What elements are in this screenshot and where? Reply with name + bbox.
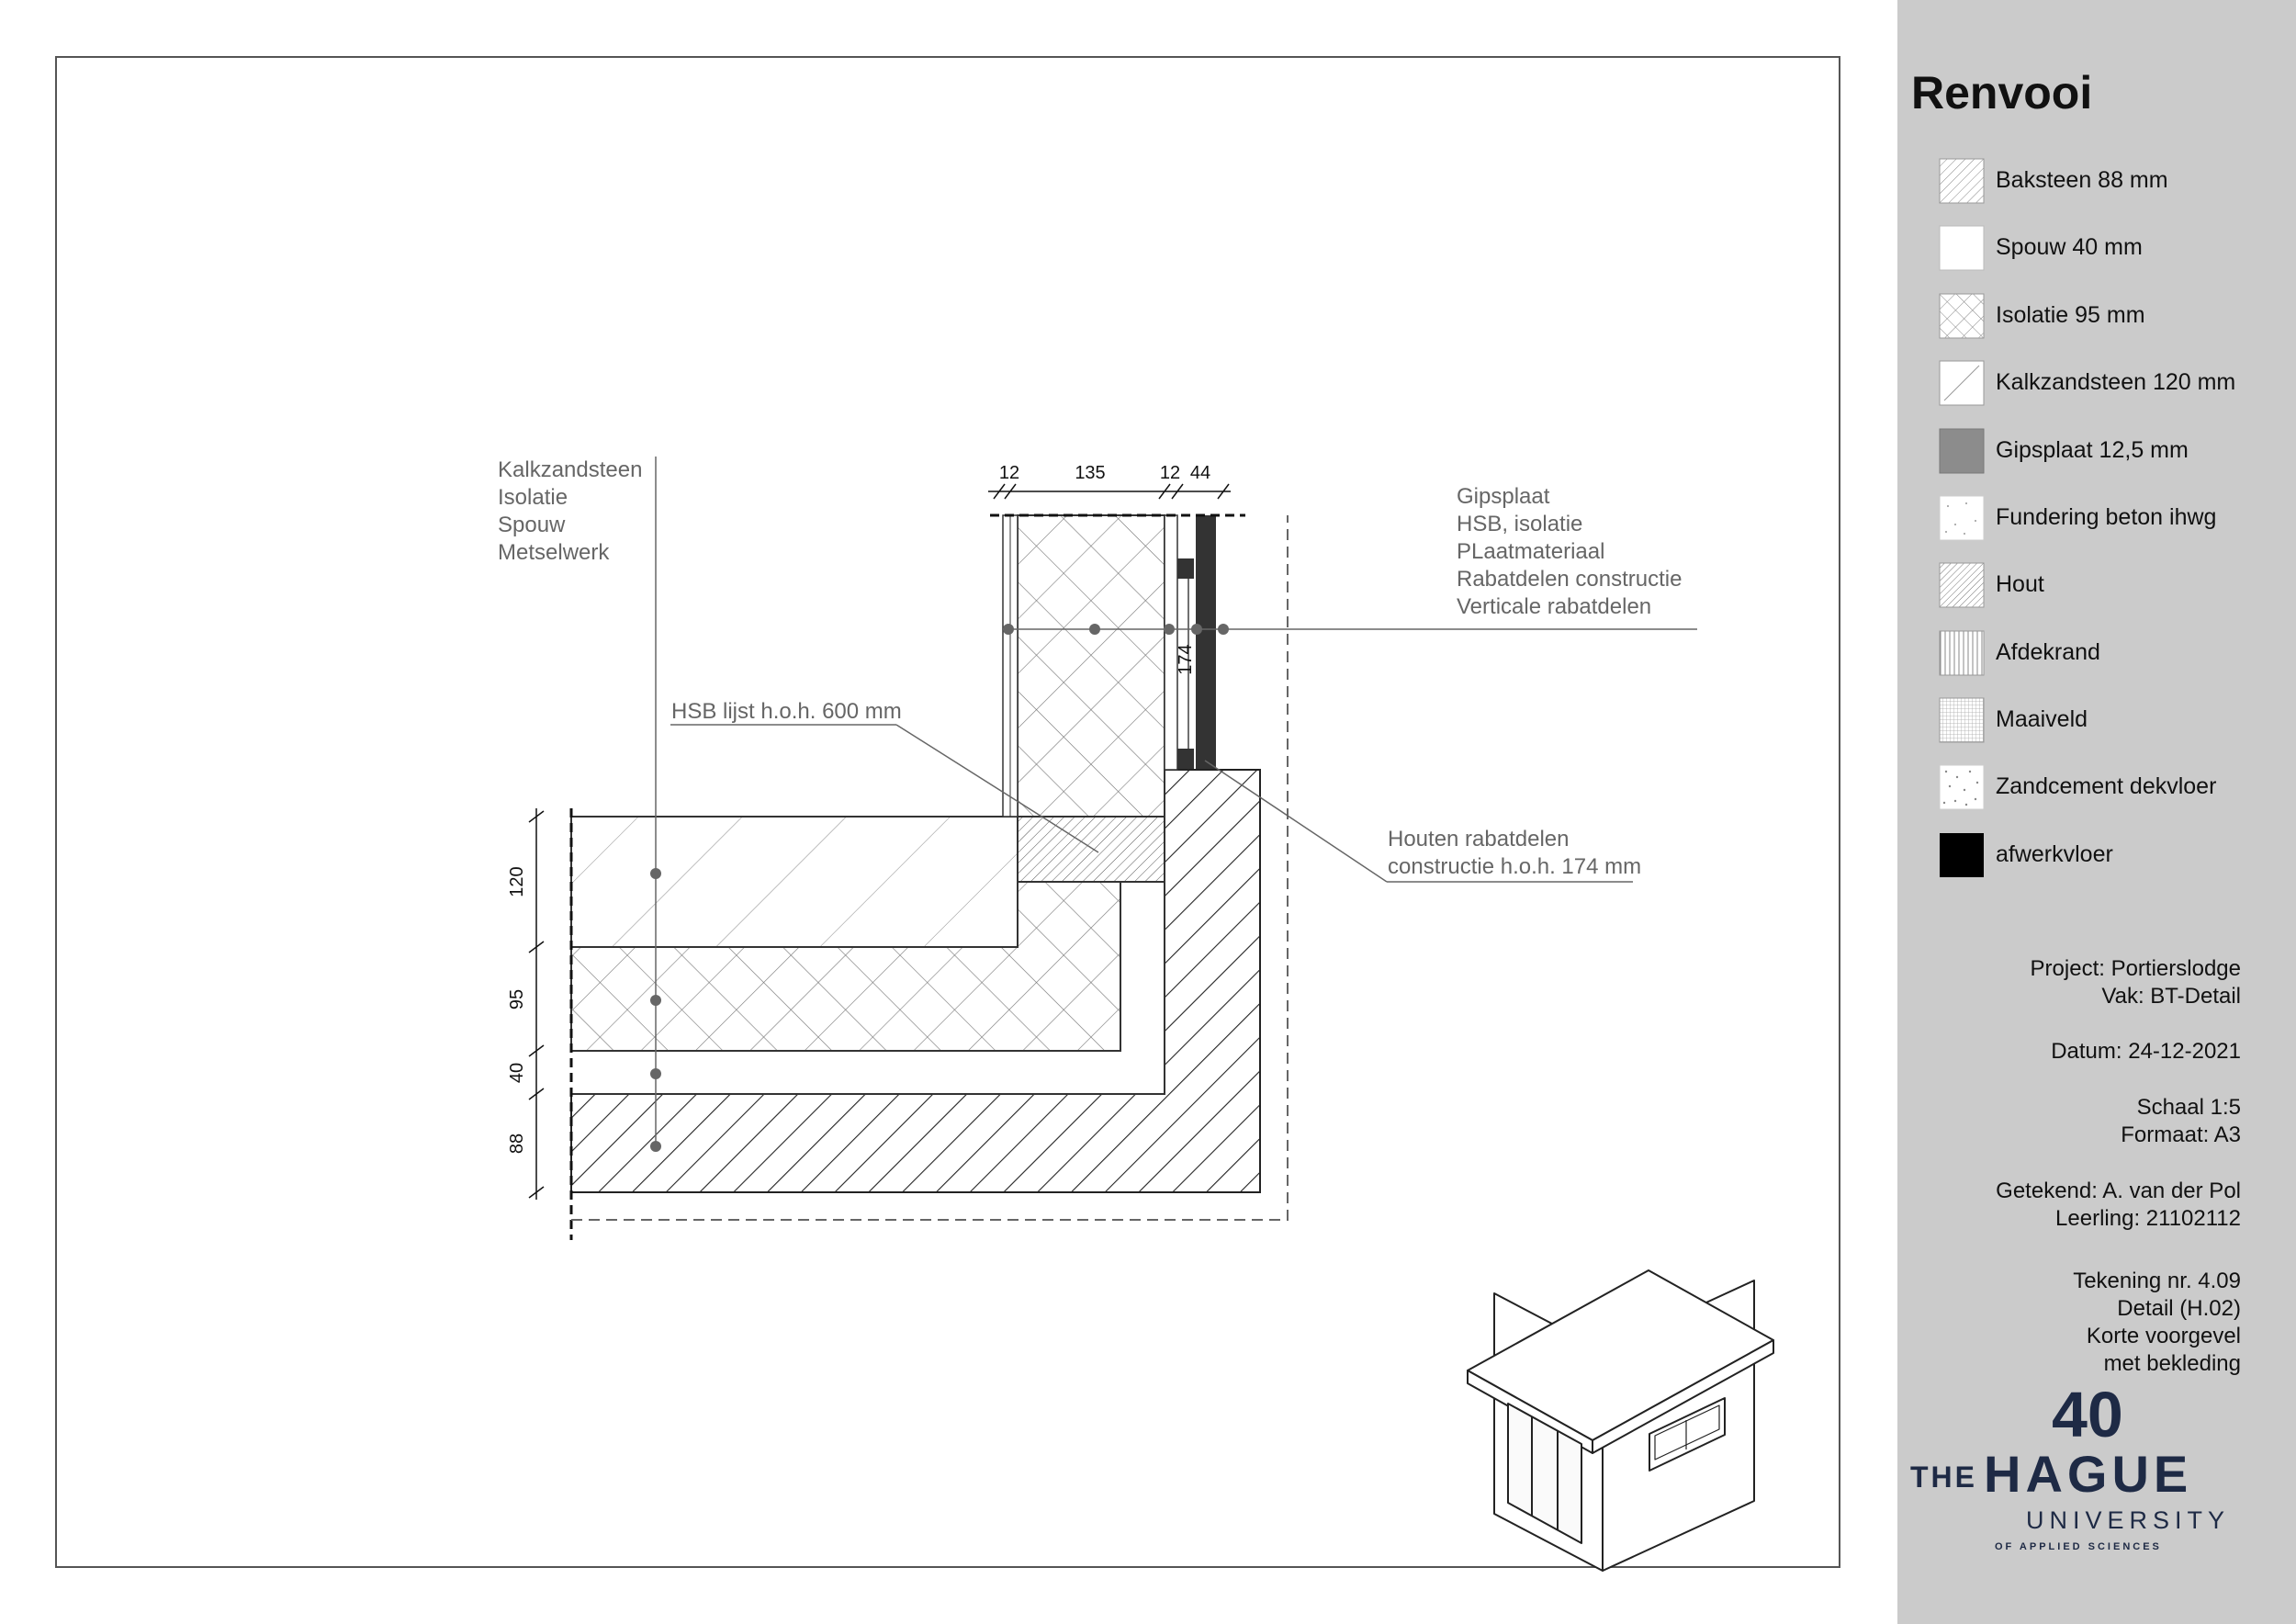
legend-item-maaiveld: Maaiveld [1939, 697, 2288, 743]
drawing-info: Tekening nr. 4.09 Detail (H.02) Korte vo… [2073, 1268, 2241, 1378]
logo-applied-sciences: OF APPLIED SCIENCES [1995, 1541, 2162, 1552]
label-houten-rabatdelen: Houten rabatdelen [1388, 827, 1569, 851]
hsb-beam [1017, 816, 1165, 883]
dim-top-1: 12 [999, 463, 1019, 483]
drawing-description-2: met bekleding [2103, 1351, 2241, 1376]
hsb-wall-insulation [1017, 514, 1165, 818]
vertical-cladding [1196, 515, 1216, 769]
sand-lime-layer [570, 816, 1019, 948]
label-spouw: Spouw [498, 513, 566, 537]
scale-info: Schaal 1:5 Formaat: A3 [2121, 1094, 2241, 1149]
legend-label: Fundering beton ihwg [1996, 504, 2217, 530]
dim-left-4: 88 [507, 1133, 527, 1154]
leader-dot [650, 868, 661, 879]
dim-left-2: 95 [507, 989, 527, 1009]
legend-item-gipsplaat: Gipsplaat 12,5 mm [1939, 428, 2288, 474]
legend-item-fundering: Fundering beton ihwg [1939, 495, 2288, 541]
legend-label: Isolatie 95 mm [1996, 302, 2145, 328]
author-info: Getekend: A. van der Pol Leerling: 21102… [1996, 1178, 2241, 1233]
sheet-material [1164, 514, 1178, 771]
legend-title: Renvooi [1911, 67, 2093, 118]
hout-swatch-icon [1939, 562, 1985, 608]
legend-label: Baksteen 88 mm [1996, 167, 2168, 193]
label-isolatie: Isolatie [498, 485, 568, 510]
leader-dot [1218, 624, 1229, 635]
legend-label: Spouw 40 mm [1996, 234, 2143, 260]
drawing-number: Tekening nr. 4.09 [2073, 1269, 2241, 1293]
afdekrand-swatch-icon [1939, 630, 1985, 676]
logo-university: UNIVERSITY [2026, 1506, 2231, 1534]
dim-top-2: 135 [1075, 463, 1105, 483]
leader-dot [650, 1068, 661, 1079]
legend-item-baksteen: Baksteen 88 mm [1939, 158, 2288, 204]
spouw-swatch-icon [1939, 225, 1985, 271]
project-date: Datum: 24-12-2021 [2051, 1039, 2241, 1064]
label-plaatmateriaal: PLaatmateriaal [1457, 539, 1604, 564]
logo-hague: HAGUE [1984, 1445, 2193, 1503]
label-hsb-isolatie: HSB, isolatie [1457, 512, 1582, 536]
legend-sidebar: Renvooi Baksteen 88 mm Spouw 40 mm Isola… [1897, 0, 2296, 1624]
drawn-by: Getekend: A. van der Pol [1996, 1179, 2241, 1203]
zandcement-swatch-icon [1939, 764, 1985, 810]
batten-bottom [1177, 749, 1194, 769]
isometric-building-sketch [1467, 1269, 1774, 1572]
label-rabatdelen-constructie: Rabatdelen constructie [1457, 567, 1682, 592]
legend-item-spouw: Spouw 40 mm [1939, 225, 2288, 271]
drawing-description-1: Korte voorgevel [2086, 1324, 2241, 1348]
dim-top-3: 12 [1160, 463, 1180, 483]
legend-label: Afdekrand [1996, 639, 2100, 665]
hsb-leader-line [895, 724, 1099, 853]
leader-dot [1164, 624, 1175, 635]
dim-top-4: 44 [1190, 463, 1210, 483]
dim-left-1: 120 [507, 866, 527, 897]
legend-item-kalkzandsteen: Kalkzandsteen 120 mm [1939, 360, 2288, 406]
dim-174: 174 [1176, 644, 1196, 674]
baksteen-swatch-icon [1939, 158, 1985, 204]
drawing-format: Formaat: A3 [2121, 1122, 2241, 1147]
kalkzandsteen-swatch-icon [1939, 360, 1985, 406]
batten-top [1177, 558, 1194, 579]
leader-dot [1003, 624, 1014, 635]
isolatie-swatch-icon [1939, 293, 1985, 339]
legend-label: Maaiveld [1996, 706, 2088, 732]
drawing-scale: Schaal 1:5 [2136, 1095, 2241, 1120]
logo-the: THE [1910, 1460, 1977, 1494]
label-hsb-lijst: HSB lijst h.o.h. 600 mm [671, 699, 902, 724]
legend-item-afdekrand: Afdekrand [1939, 630, 2288, 676]
fundering-swatch-icon [1939, 495, 1985, 541]
foundation-dashed-outline [571, 515, 1289, 1221]
logo-number: 40 [2052, 1379, 2123, 1450]
label-kalkzandsteen: Kalkzandsteen [498, 457, 642, 482]
legend-label: Hout [1996, 571, 2044, 597]
afwerkvloer-swatch-icon [1940, 833, 1984, 877]
legend-label: Gipsplaat 12,5 mm [1996, 437, 2189, 463]
construction-detail-drawing: 12 135 12 44 120 95 40 88 174 Kalkzandst… [498, 457, 1774, 1572]
legend-item-afwerkvloer: afwerkvloer [1939, 832, 2288, 878]
project-vak: Vak: BT-Detail [2101, 984, 2241, 1009]
detail-code: Detail (H.02) [2117, 1296, 2241, 1321]
dim-left-3: 40 [507, 1063, 527, 1083]
label-gipsplaat: Gipsplaat [1457, 484, 1550, 509]
legend-item-zandcement: Zandcement dekvloer [1939, 764, 2288, 810]
gipsplaat-swatch-icon [1939, 428, 1985, 474]
project-info: Project: Portierslodge Vak: BT-Detail [2031, 955, 2241, 1010]
label-verticale-rabatdelen: Verticale rabatdelen [1457, 594, 1651, 619]
legend-item-isolatie: Isolatie 95 mm [1939, 293, 2288, 339]
project-name: Project: Portierslodge [2030, 956, 2241, 981]
legend-label: afwerkvloer [1996, 841, 2113, 867]
leader-dot [1191, 624, 1202, 635]
drawing-frame [55, 56, 1840, 1568]
leader-dot [1089, 624, 1100, 635]
label-houten-constructie: constructie h.o.h. 174 mm [1388, 854, 1641, 879]
date-info: Datum: 24-12-2021 [2051, 1038, 2241, 1066]
houten-leader-line [1204, 760, 1388, 883]
label-metselwerk: Metselwerk [498, 540, 610, 565]
leader-dot [650, 995, 661, 1006]
legend-item-hout: Hout [1939, 562, 2288, 608]
leader-dot [650, 1141, 661, 1152]
maaiveld-swatch-icon [1939, 697, 1985, 743]
legend-label: Zandcement dekvloer [1996, 773, 2217, 799]
legend-label: Kalkzandsteen 120 mm [1996, 369, 2236, 395]
student-number: Leerling: 21102112 [2055, 1206, 2241, 1231]
